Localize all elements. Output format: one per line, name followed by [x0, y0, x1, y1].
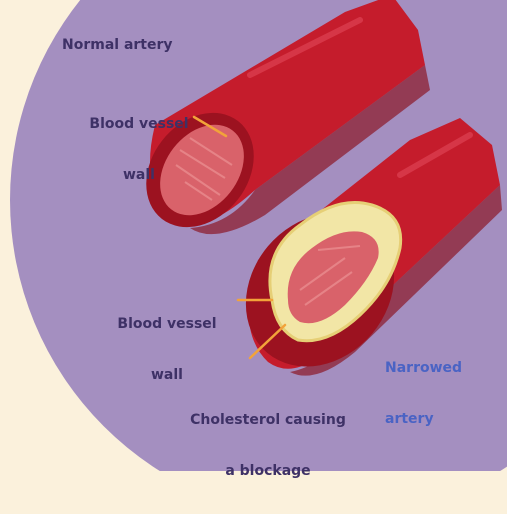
- label-narrowed-artery: Narrowed artery: [385, 326, 462, 462]
- label-cholesterol-line2: a blockage: [170, 463, 366, 480]
- label-narrowed-artery-line1: Narrowed: [385, 360, 462, 377]
- label-narrowed-artery-line2: artery: [385, 411, 462, 428]
- label-vessel-wall-top-line1: Blood vessel: [80, 116, 198, 133]
- label-vessel-wall-bottom-line1: Blood vessel: [100, 316, 234, 333]
- label-cholesterol: Cholesterol causing a blockage: [170, 378, 366, 514]
- label-vessel-wall-top: Blood vessel wall: [80, 82, 198, 218]
- label-cholesterol-line1: Cholesterol causing: [170, 412, 366, 429]
- label-normal-artery: Normal artery: [62, 37, 173, 54]
- label-vessel-wall-top-line2: wall: [80, 167, 198, 184]
- diagram-stage: Normal artery Blood vessel wall Blood ve…: [0, 0, 507, 471]
